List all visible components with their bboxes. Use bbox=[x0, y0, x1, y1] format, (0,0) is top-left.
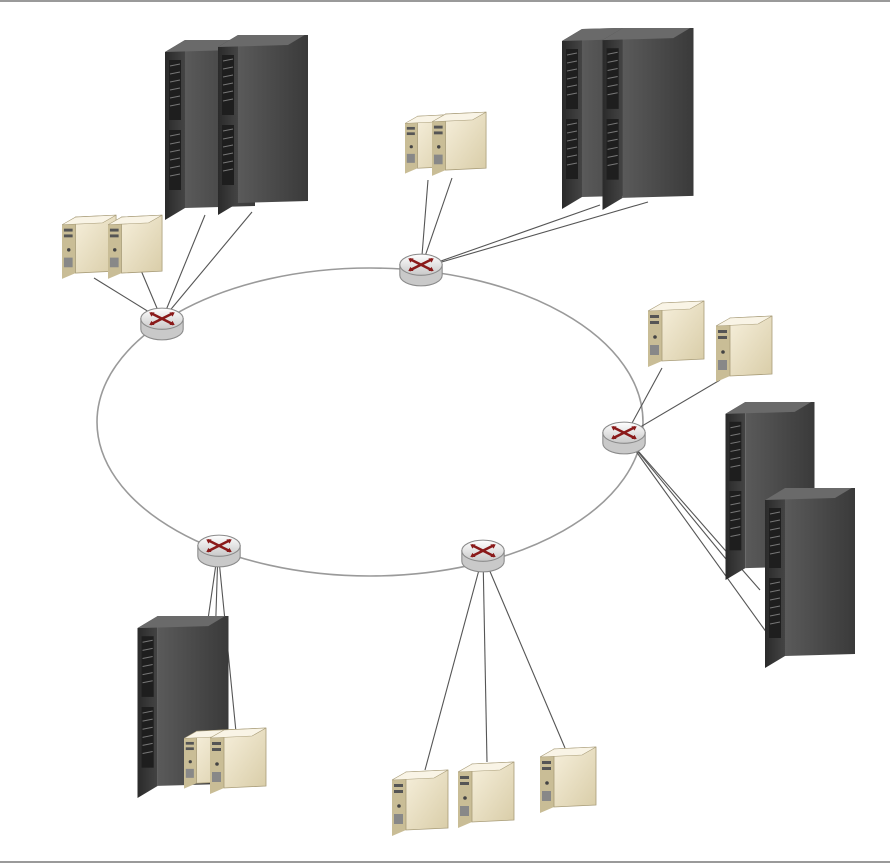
links-top bbox=[420, 177, 649, 269]
group-bottom-left bbox=[136, 616, 267, 798]
tower-server-icon bbox=[648, 300, 705, 368]
tower-server-icon bbox=[458, 761, 515, 829]
tower-server-icon bbox=[210, 727, 267, 795]
router-icon[interactable] bbox=[398, 252, 444, 288]
ring-backbone bbox=[96, 267, 644, 577]
router-icon[interactable] bbox=[196, 533, 242, 569]
tower-server-icon bbox=[62, 214, 117, 280]
tower-server-icon bbox=[392, 769, 449, 837]
tower-server-icon bbox=[108, 214, 163, 280]
tower-server-icon bbox=[432, 111, 487, 177]
group-bottom-center bbox=[392, 746, 597, 837]
bottom-frame-line bbox=[0, 861, 890, 863]
group-top-left bbox=[62, 35, 308, 280]
rack-server-icon bbox=[218, 35, 308, 215]
group-right bbox=[648, 300, 856, 668]
tower-server-icon bbox=[716, 315, 773, 383]
links-bottom-center bbox=[424, 554, 566, 771]
group-top bbox=[405, 28, 694, 210]
top-frame-line bbox=[0, 0, 890, 2]
rack-server-icon bbox=[764, 488, 856, 668]
router-icon[interactable] bbox=[139, 306, 185, 342]
rack-server-icon bbox=[602, 28, 694, 210]
router-icon[interactable] bbox=[460, 538, 506, 574]
router-icon[interactable] bbox=[601, 420, 647, 456]
tower-server-icon bbox=[540, 746, 597, 814]
